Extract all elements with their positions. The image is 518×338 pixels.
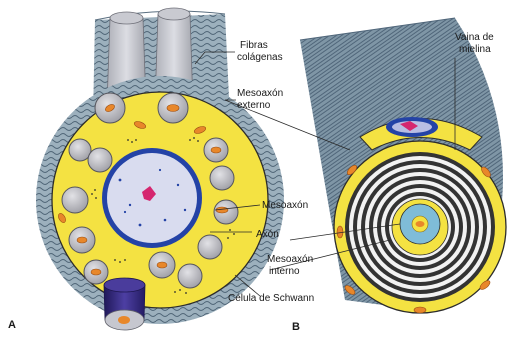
label-mesoaxon-interno-line2: interno — [269, 266, 300, 277]
label-mesoaxon-externo-line1: Mesoaxón — [237, 88, 283, 99]
panel-label-a: A — [8, 319, 16, 331]
label-vaina-line1: Vaina de — [455, 32, 494, 43]
label-axon: Axón — [256, 229, 279, 240]
label-vaina-line2: mielina — [459, 44, 491, 55]
label-fibras-line2: colágenas — [237, 52, 283, 63]
label-fibras-line1: Fibras — [240, 40, 268, 51]
label-celula-schwann: Célula de Schwann — [228, 293, 314, 304]
label-mesoaxon-externo-line2: externo — [237, 100, 271, 111]
panel-label-b: B — [292, 321, 300, 333]
panel-b-drawing — [300, 18, 506, 313]
label-mesoaxon-interno-line1: Mesoaxón — [267, 254, 313, 265]
label-mesoaxon: Mesoaxón — [262, 200, 308, 211]
